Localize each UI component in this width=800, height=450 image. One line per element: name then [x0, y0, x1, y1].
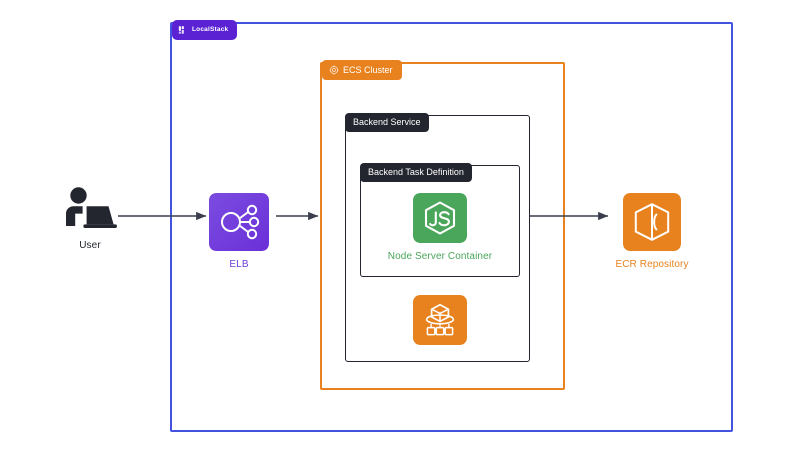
elb-icon-wrap	[209, 193, 269, 251]
nodejs-icon-wrap	[413, 193, 467, 243]
user-icon-wrap	[62, 186, 118, 232]
localstack-logo-icon	[178, 26, 184, 34]
ecr-icon-wrap	[623, 193, 681, 251]
aws-ecr-repository-icon	[623, 193, 681, 251]
node-user: User	[44, 186, 136, 251]
boundary-ecs-cluster	[320, 62, 565, 390]
user-at-laptop-icon	[66, 187, 117, 228]
badge-backend-service: Backend Service	[345, 113, 429, 132]
ecr-repository-label: ECR Repository	[615, 259, 689, 270]
badge-localstack: LocalStack	[172, 20, 238, 40]
node-ecr-repository: ECR Repository	[610, 193, 694, 270]
badge-backend-task-definition: Backend Task Definition	[360, 163, 472, 182]
node-ecs-service	[413, 295, 467, 345]
elastic-load-balancer-icon	[209, 193, 269, 251]
ecs-cluster-gear-icon	[329, 65, 339, 75]
badge-localstack-label: LocalStack	[192, 25, 229, 33]
boundary-localstack	[170, 22, 733, 432]
node-node-server-container: Node Server Container	[380, 193, 500, 262]
node-elb: ELB	[208, 193, 270, 270]
badge-backend-service-label: Backend Service	[353, 117, 421, 127]
badge-ecs-cluster: ECS Cluster	[322, 60, 402, 80]
badge-ecs-cluster-label: ECS Cluster	[343, 64, 393, 75]
elb-label: ELB	[229, 259, 249, 270]
user-label: User	[79, 240, 101, 251]
ecs-service-icon-wrap	[413, 295, 467, 345]
node-server-container-label: Node Server Container	[387, 251, 493, 262]
boundary-backend-service	[345, 115, 530, 362]
aws-ecs-container-icon	[413, 295, 467, 345]
nodejs-icon	[413, 193, 467, 243]
badge-backend-task-definition-label: Backend Task Definition	[368, 167, 464, 177]
